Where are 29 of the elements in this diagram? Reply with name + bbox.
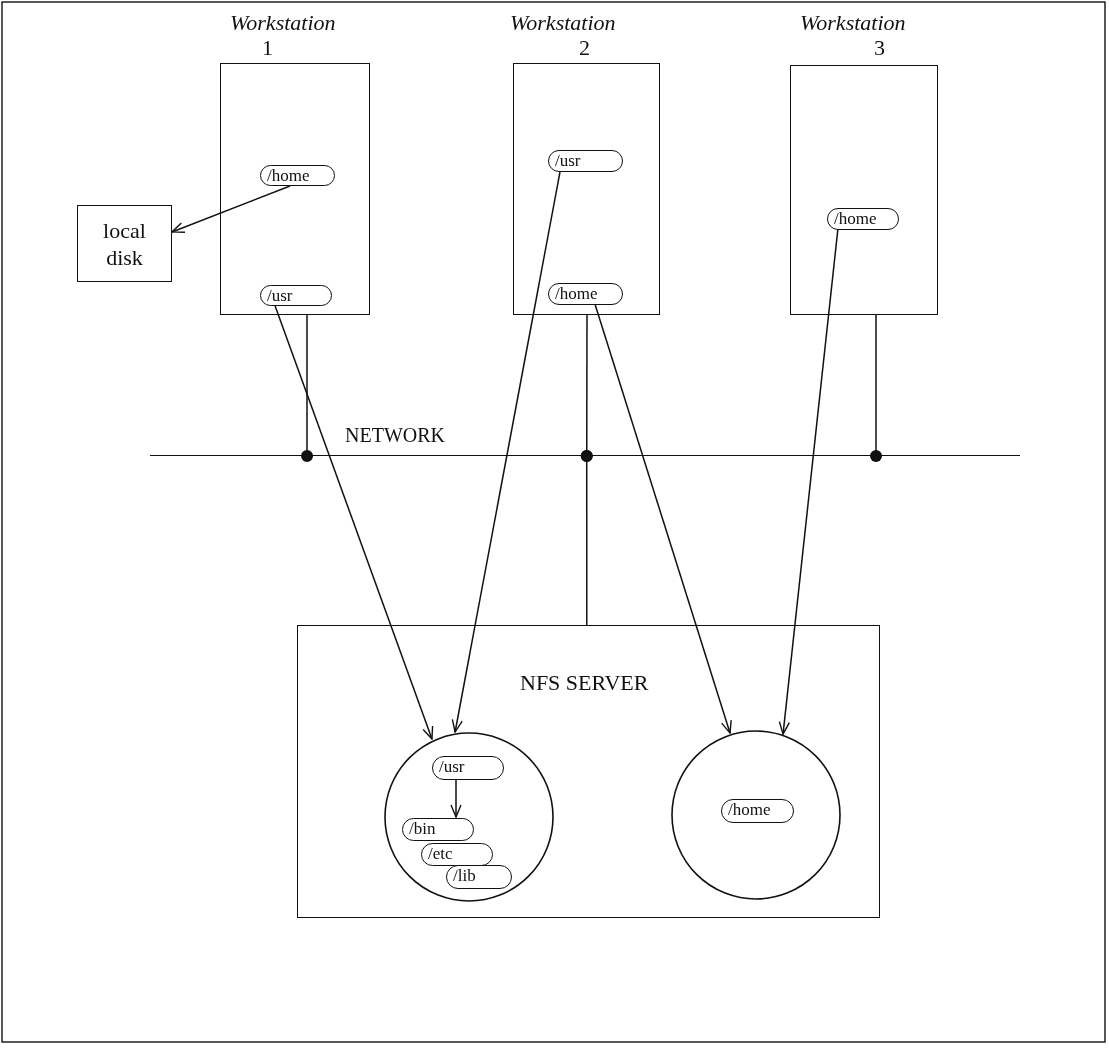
mount-point-pill: /home	[827, 208, 899, 230]
mount-point-pill: /bin	[402, 818, 474, 841]
server-box	[297, 625, 880, 918]
mount-point-pill: /usr	[432, 756, 504, 780]
mount-point-pill: /home	[548, 283, 623, 305]
mount-point-pill: /etc	[421, 843, 493, 866]
server-label: NFS SERVER	[520, 670, 649, 696]
storage-box: local disk	[77, 205, 172, 282]
workstation-number: 1	[262, 35, 273, 61]
workstation-number: 3	[874, 35, 885, 61]
mount-point-pill: /lib	[446, 865, 512, 889]
network-label: NETWORK	[345, 424, 445, 447]
mount-point-pill: /home	[260, 165, 335, 186]
workstation-title: Workstation	[800, 10, 906, 36]
workstation-title: Workstation	[510, 10, 616, 36]
mount-point-pill: /usr	[260, 285, 332, 306]
connector-arrow	[778, 229, 839, 735]
network-link	[301, 314, 314, 462]
connector-arrow	[450, 778, 462, 818]
connector-arrow	[274, 305, 434, 740]
workstation-number: 2	[579, 35, 590, 61]
connector-arrow	[171, 185, 291, 233]
workstation-title: Workstation	[230, 10, 336, 36]
mount-point-pill: /home	[721, 799, 794, 823]
connector-arrow	[451, 171, 561, 733]
network-link	[870, 314, 882, 462]
connector-arrow	[594, 304, 732, 734]
mount-point-pill: /usr	[548, 150, 623, 172]
network-link	[580, 450, 593, 626]
